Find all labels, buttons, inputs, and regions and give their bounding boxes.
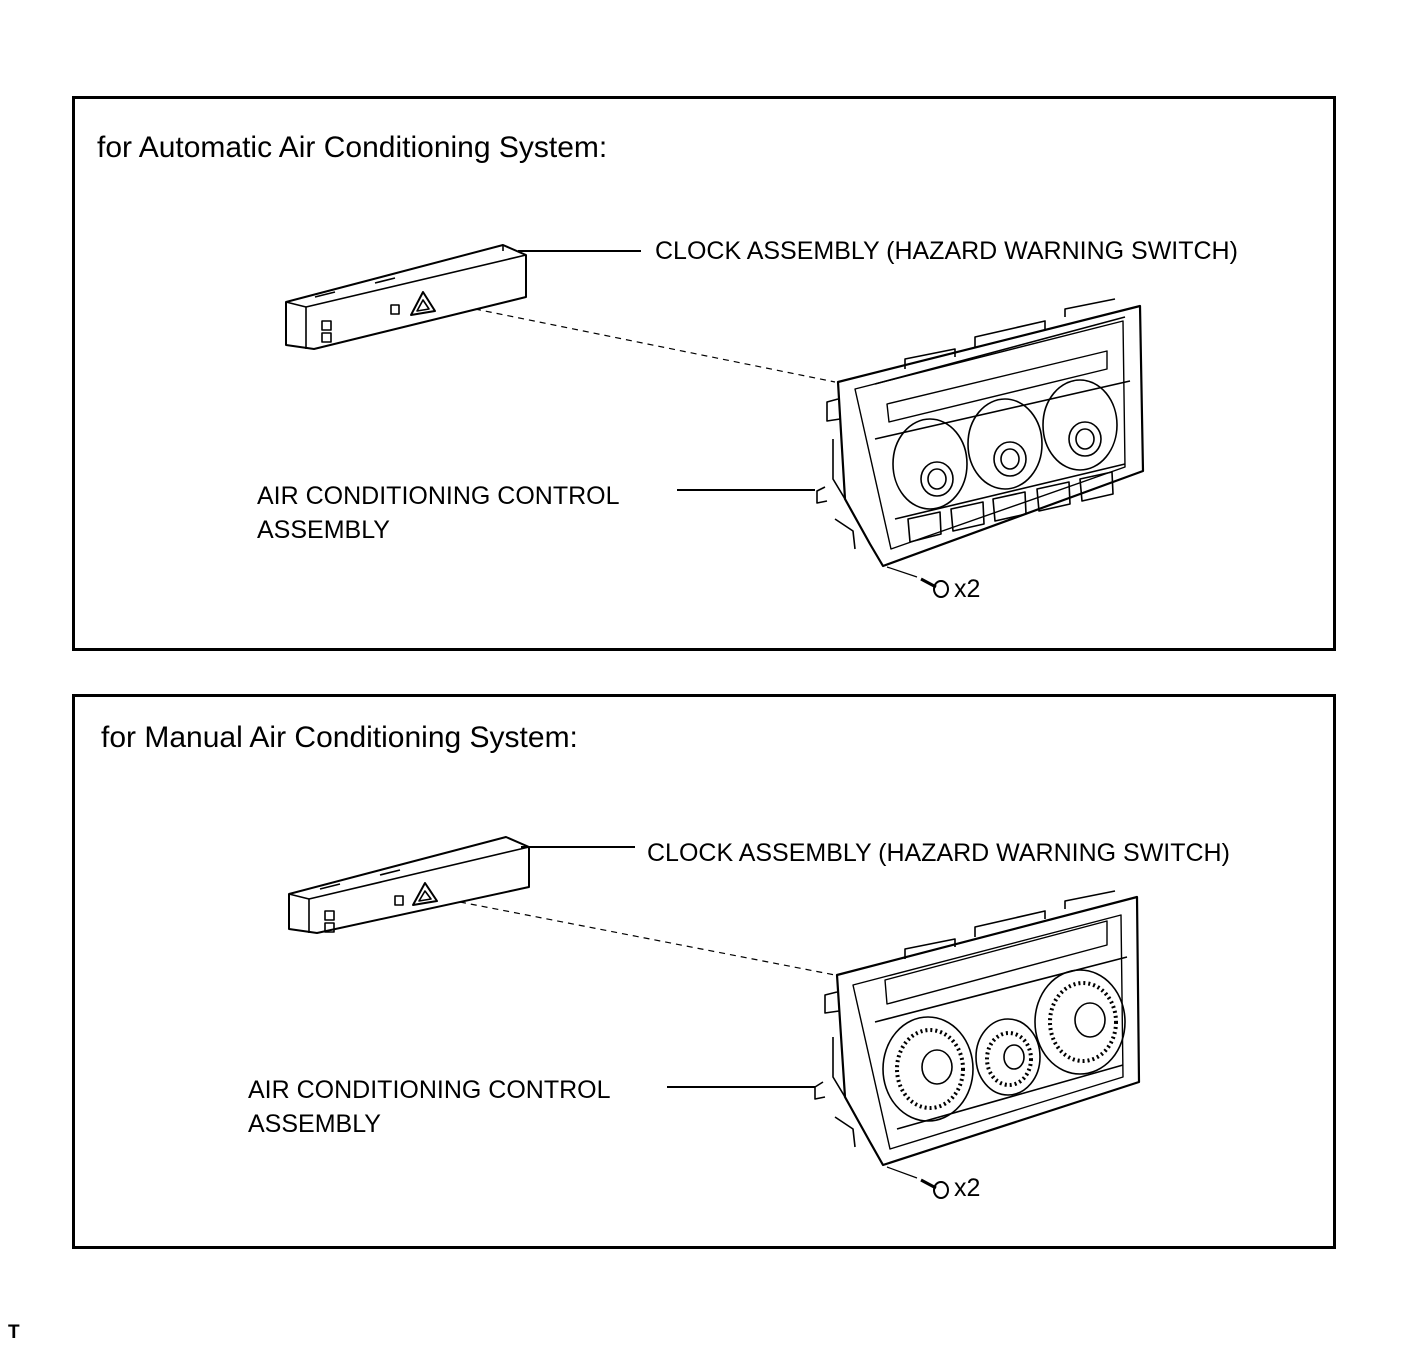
knob-group	[893, 380, 1117, 509]
screw-quantity: x2	[954, 1174, 981, 1202]
screw-icon	[887, 1167, 948, 1198]
screw-quantity: x2	[954, 575, 981, 603]
clock-assembly-label: CLOCK ASSEMBLY (HAZARD WARNING SWITCH)	[655, 237, 1238, 265]
manual-ac-panel: for Manual Air Conditioning System:	[72, 694, 1336, 1249]
panel-title: for Automatic Air Conditioning System:	[97, 131, 608, 164]
panel-title: for Manual Air Conditioning System:	[101, 721, 578, 754]
knob-group	[883, 970, 1125, 1121]
clock-assembly-drawing	[286, 245, 526, 349]
alignment-dashed-line	[475, 309, 835, 382]
screw-icon	[887, 567, 948, 597]
manual-ac-illustration	[75, 697, 1333, 1246]
automatic-ac-illustration	[75, 99, 1333, 648]
button-row	[908, 472, 1113, 542]
clock-assembly-label: CLOCK ASSEMBLY (HAZARD WARNING SWITCH)	[647, 839, 1230, 867]
control-assembly-label-line1: AIR CONDITIONING CONTROL	[257, 482, 620, 510]
alignment-dashed-line	[460, 902, 835, 975]
control-assembly-label-line2: ASSEMBLY	[248, 1110, 381, 1138]
ac-control-assembly-drawing	[817, 299, 1143, 566]
automatic-ac-panel: for Automatic Air Conditioning System:	[72, 96, 1336, 651]
clock-assembly-drawing	[289, 837, 529, 933]
corner-mark: T	[8, 1322, 20, 1343]
control-assembly-label-line2: ASSEMBLY	[257, 516, 390, 544]
ac-control-assembly-drawing	[815, 891, 1139, 1165]
control-assembly-label-line1: AIR CONDITIONING CONTROL	[248, 1076, 611, 1104]
